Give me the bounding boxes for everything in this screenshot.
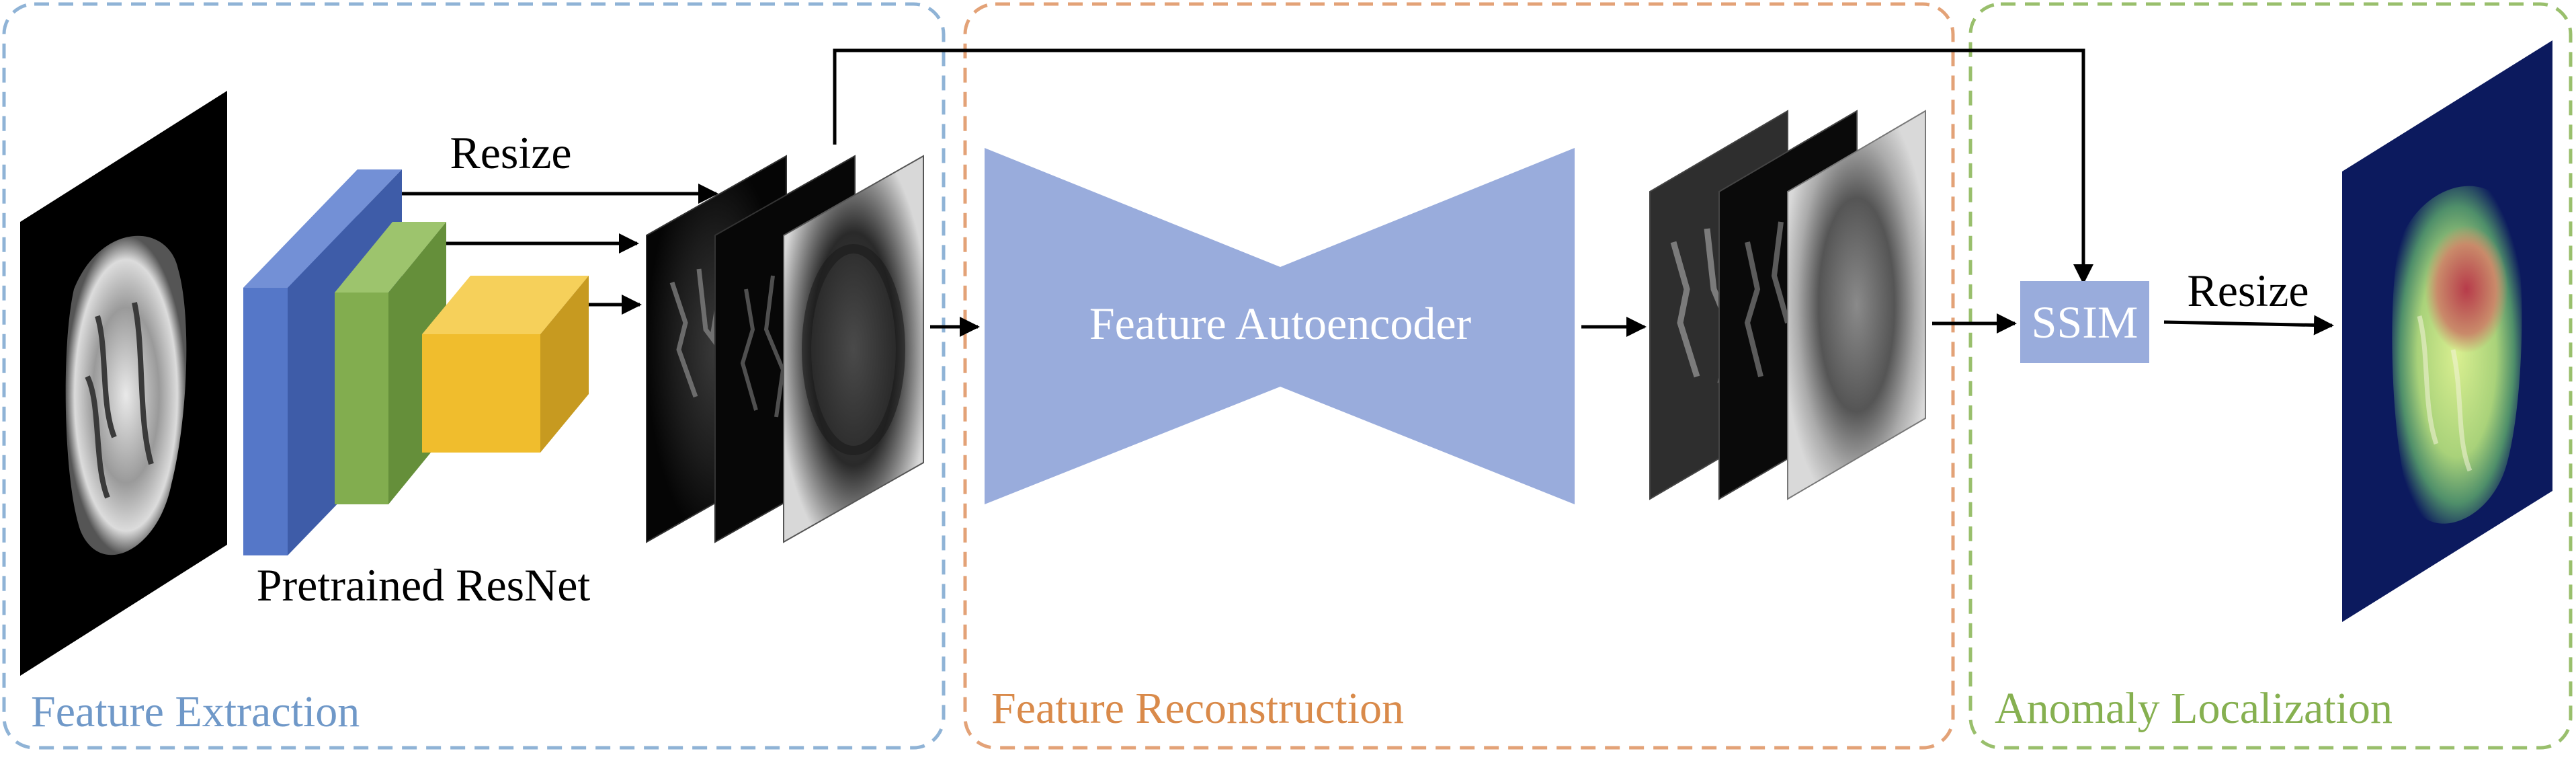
resnet-block-blue (243, 169, 402, 555)
resize-right-label: Resize (2187, 265, 2309, 316)
resnet-block-green (335, 222, 446, 504)
anomaly-heatmap-image (2342, 40, 2552, 622)
skip-connection-to-ssim (833, 48, 2093, 284)
feature-autoencoder-shape (985, 148, 1575, 504)
pretrained-resnet-label: Pretrained ResNet (257, 559, 591, 611)
ssim-label: SSIM (2032, 297, 2138, 348)
anomaly-localization-label: Anomaly Localization (1995, 684, 2393, 733)
localization-section-box (1968, 2, 2573, 750)
input-mri-image (20, 91, 227, 676)
feature-reconstruction-label: Feature Reconstruction (991, 684, 1404, 733)
arrow-ssim-to-heatmap (2163, 315, 2334, 336)
feature-extraction-label: Feature Extraction (31, 687, 360, 736)
ssim-box (2020, 281, 2149, 363)
resnet-block-yellow (422, 276, 589, 453)
reconstruction-section-box (963, 2, 1955, 750)
reconstructed-feature-maps (1649, 110, 1926, 500)
feature-autoencoder-label: Feature Autoencoder (1089, 298, 1472, 349)
extracted-feature-maps (646, 155, 924, 543)
extraction-section-box (2, 2, 946, 750)
resize-top-label: Resize (450, 127, 571, 178)
